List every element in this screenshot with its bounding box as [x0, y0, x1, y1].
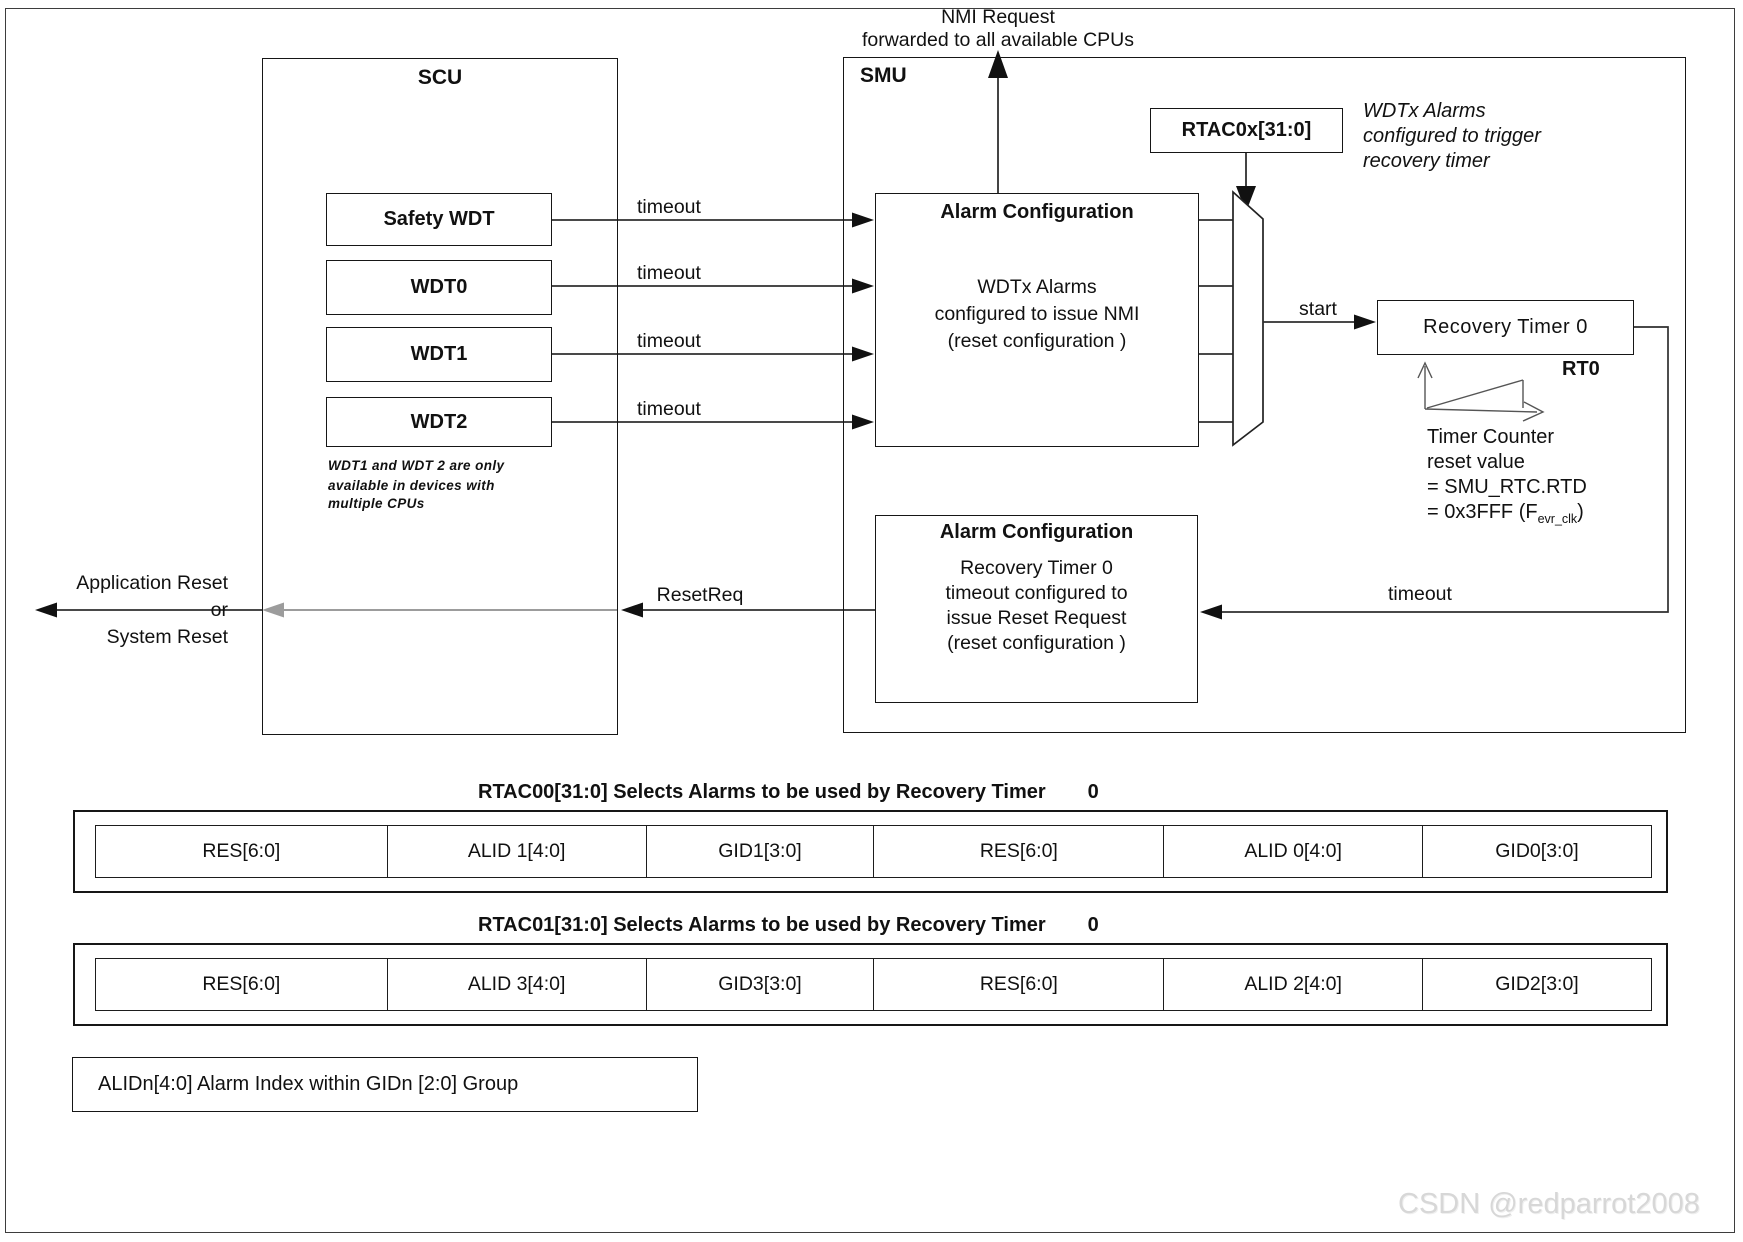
reset-gray-arrowhead: [262, 602, 284, 618]
rtac01-cell-alid3: ALID 3[4:0]: [388, 959, 647, 1010]
rtac00-cell-gid0: GID0[3:0]: [1495, 840, 1579, 862]
timer-counter-line3: = SMU_RTC.RTD: [1427, 476, 1587, 498]
rtac01-title-num: 0: [1087, 914, 1099, 936]
alarm-config-nmi-line1: WDTx Alarms: [977, 276, 1097, 298]
timeout-arrowhead-wdt2: [852, 414, 874, 430]
recovery-timer-box: [1377, 300, 1634, 355]
timer-counter-line4: = 0x3FFF (Fevr_clk): [1427, 501, 1584, 526]
safety-wdt-label: Safety WDT: [383, 208, 495, 230]
wdt1-box: [326, 327, 552, 382]
start-arrowhead: [1354, 314, 1376, 330]
rtac00-cell-res1: RES[6:0]: [96, 826, 388, 877]
rtac01-table-row: RES[6:0] ALID 3[4:0] GID3[3:0] RES[6:0] …: [95, 958, 1652, 1011]
timeout-label-safety: timeout: [637, 196, 701, 218]
rtac00-table-outer: [73, 810, 1668, 893]
rt0-tag: RT0: [1562, 358, 1600, 380]
wdt2-label: WDT2: [410, 411, 468, 433]
page-border: [5, 8, 1735, 1233]
mux-note-line2: configured to trigger: [1363, 125, 1541, 147]
rtac00-cell-alid1: ALID 1[4:0]: [388, 826, 647, 877]
rtac-select-arrowhead: [1236, 186, 1256, 212]
wdt2-box: [326, 397, 552, 447]
wdt-note-line1: WDT1 and WDT 2 are only: [328, 458, 505, 473]
rtac01-cell-res2: RES[6:0]: [874, 959, 1165, 1010]
rtac01-cell-res3: RES[6:0]: [96, 959, 388, 1010]
mux-shape: [1232, 190, 1264, 447]
timer-counter-fpost: ): [1577, 501, 1584, 523]
alarm-config-nmi-line2: configured to issue NMI: [934, 303, 1140, 325]
app-reset-line3: System Reset: [106, 626, 228, 648]
rtac01-title-text: RTAC01[31:0] Selects Alarms to be used b…: [478, 914, 1046, 936]
rtac01-cell-alid2: ALID 2[4:0]: [1164, 959, 1424, 1010]
rtac01-table-title: RTAC01[31:0] Selects Alarms to be used b…: [478, 914, 1099, 937]
app-reset-arrowhead: [35, 602, 57, 618]
timeout-right-label: timeout: [1388, 583, 1452, 605]
rtac01-cell-gid3: GID3[3:0]: [647, 959, 875, 1010]
resetreq-label: ResetReq: [656, 584, 744, 606]
rtac00-table-title: RTAC00[31:0] Selects Alarms to be used b…: [478, 781, 1099, 804]
rtac00-table-row: RES[6:0] ALID 1[4:0] GID1[3:0] RES[6:0] …: [95, 825, 1652, 878]
scu-title: SCU: [417, 66, 463, 89]
timeout-label-wdt0: timeout: [637, 262, 701, 284]
rtac01-cell-gid2: GID2[3:0]: [1495, 973, 1579, 995]
alarm-config-reset-line3: issue Reset Request: [946, 607, 1127, 629]
scu-box: [262, 58, 618, 735]
alarm-config-reset-line4: (reset configuration ): [947, 632, 1126, 654]
timeout-arrowhead-safety: [852, 212, 874, 228]
nmi-caption-line1: NMI Request: [941, 6, 1055, 28]
timer-counter-fsub: evr_clk: [1537, 512, 1578, 526]
timer-counter-line2: reset value: [1427, 451, 1525, 473]
smu-title: SMU: [860, 64, 907, 87]
safety-wdt-box: [326, 193, 552, 246]
timeout-label-wdt1: timeout: [637, 330, 701, 352]
nmi-arrowhead: [988, 50, 1008, 78]
wdt-note-line3: multiple CPUs: [328, 496, 425, 511]
recovery-timer-label: Recovery Timer 0: [1423, 316, 1588, 338]
timer-counter-sketch: [1417, 361, 1545, 422]
alarm-config-reset-line1: Recovery Timer 0: [960, 557, 1113, 579]
timer-counter-line1: Timer Counter: [1427, 426, 1555, 448]
alarm-config-reset-title: Alarm Configuration: [939, 521, 1134, 543]
rt-timeout-arrowhead: [1200, 604, 1222, 620]
resetreq-arrowhead: [621, 602, 643, 618]
rtac-register-box: [1150, 108, 1343, 153]
rt-timeout-path: [1217, 326, 1669, 613]
legend-box: [72, 1057, 698, 1112]
nmi-caption-line2: forwarded to all available CPUs: [861, 29, 1135, 51]
mux-note-line1: WDTx Alarms: [1363, 100, 1486, 122]
rtac01-table-outer: [73, 943, 1668, 1026]
rtac00-title-text: RTAC00[31:0] Selects Alarms to be used b…: [478, 781, 1046, 803]
app-reset-line2: or: [210, 599, 228, 621]
rtac-register-label: RTAC0x[31:0]: [1181, 119, 1312, 141]
alarm-config-reset-box: [875, 515, 1198, 703]
smu-box: [843, 57, 1686, 733]
timeout-arrowhead-wdt0: [852, 278, 874, 294]
rtac00-cell-gid1: GID1[3:0]: [647, 826, 875, 877]
alarm-config-nmi-box: [875, 193, 1199, 447]
rtac00-cell-alid0: ALID 0[4:0]: [1164, 826, 1424, 877]
timeout-label-wdt2: timeout: [637, 398, 701, 420]
alarm-config-nmi-line3: (reset configuration ): [947, 330, 1127, 352]
wdt0-label: WDT0: [410, 276, 468, 298]
rtac00-title-num: 0: [1087, 781, 1099, 803]
timer-counter-fpre: = 0x3FFF (F: [1427, 501, 1538, 523]
app-reset-line1: Application Reset: [76, 572, 228, 594]
mux-note-line3: recovery timer: [1363, 150, 1490, 172]
wdt1-label: WDT1: [410, 343, 468, 365]
timeout-arrowhead-wdt1: [852, 346, 874, 362]
rtac00-cell-res0: RES[6:0]: [874, 826, 1165, 877]
wdt0-box: [326, 260, 552, 315]
wdt-note-line2: available in devices with: [328, 478, 495, 493]
alarm-config-nmi-title: Alarm Configuration: [940, 201, 1134, 223]
watermark: CSDN @redparrot2008: [1398, 1188, 1700, 1220]
legend-text: ALIDn[4:0] Alarm Index within GIDn [2:0]…: [98, 1073, 519, 1095]
alarm-config-reset-line2: timeout configured to: [945, 582, 1128, 604]
start-label: start: [1299, 298, 1337, 320]
